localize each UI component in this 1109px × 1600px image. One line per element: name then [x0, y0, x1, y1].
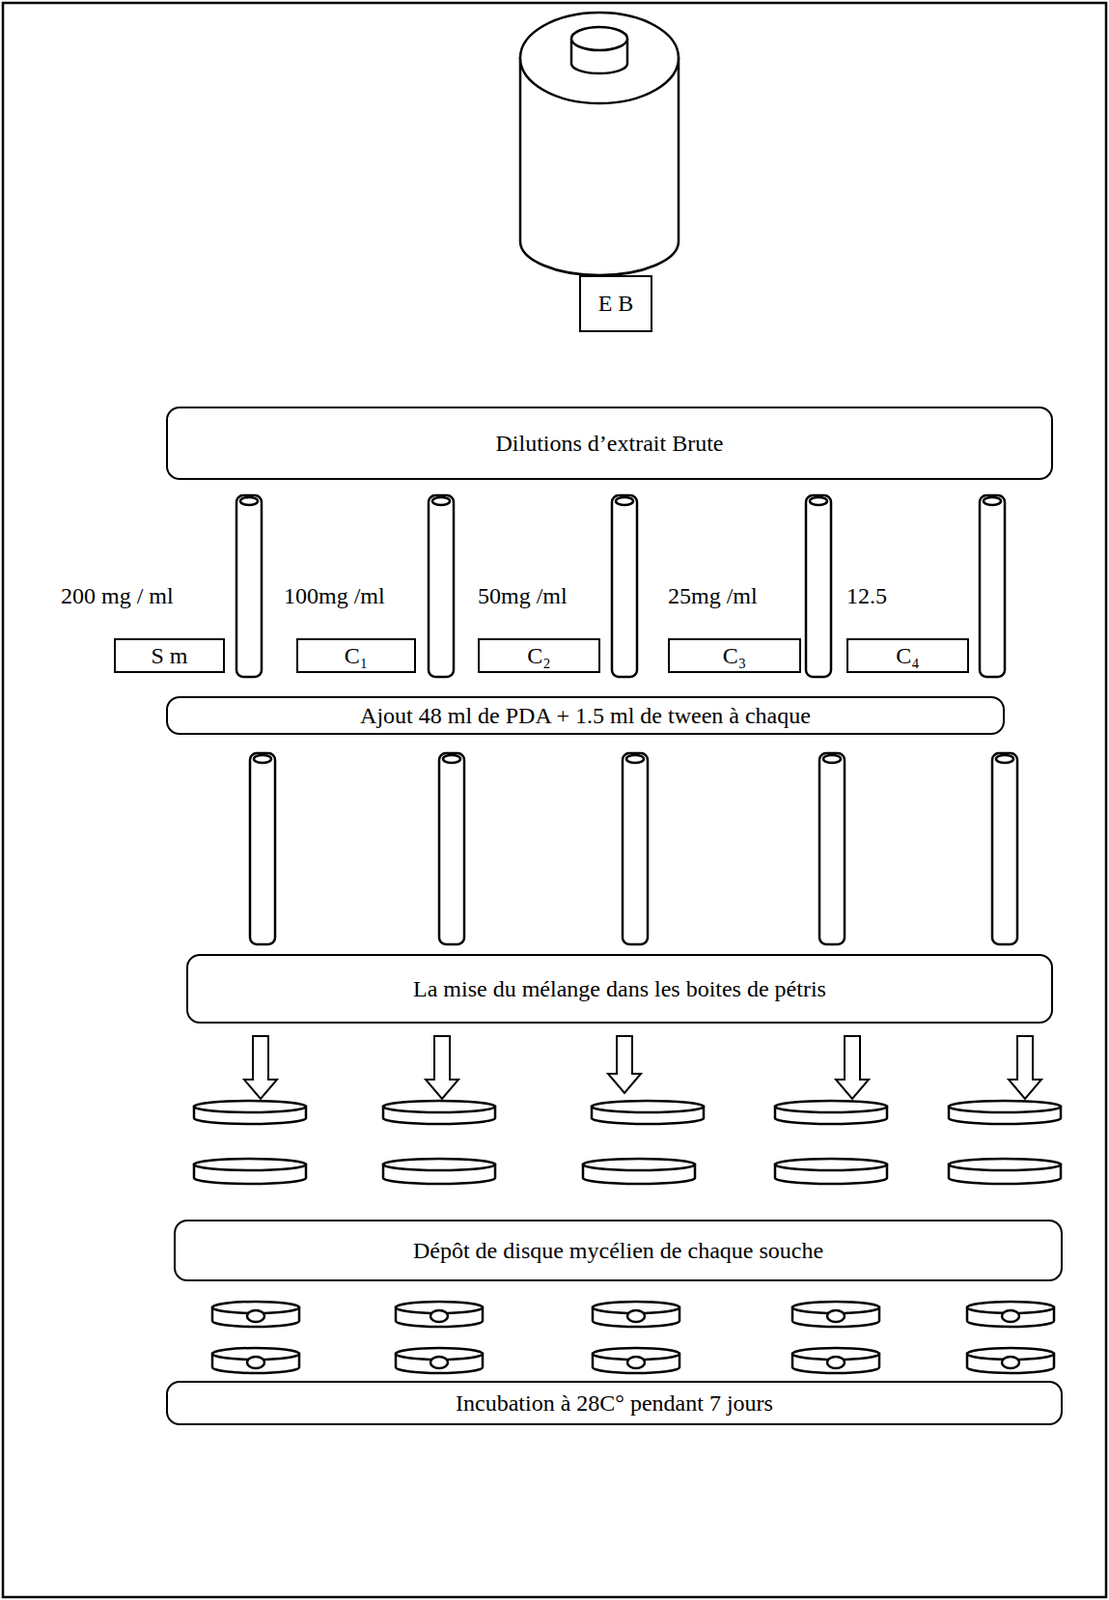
bottle [520, 12, 679, 276]
petri-dish [194, 1100, 306, 1124]
step-box: La mise du mélange dans les boites de pé… [186, 953, 1054, 1024]
petri-dish [582, 1158, 695, 1184]
block-arrow [608, 1035, 641, 1093]
concentration-label: 50mg /ml [477, 582, 568, 610]
inoculated-dish [967, 1301, 1054, 1327]
label-box: C₁ [296, 637, 416, 673]
inoculated-dish [967, 1347, 1054, 1373]
inoculated-dish [592, 1347, 680, 1373]
inoculated-dish [395, 1301, 483, 1327]
test-tube [249, 752, 276, 944]
label-box: E B [579, 275, 653, 333]
node-text: C₃ [722, 642, 747, 669]
test-tube [992, 752, 1018, 944]
label-box: C₄ [846, 637, 970, 673]
inoculated-dish [212, 1301, 300, 1327]
label-box: C₂ [477, 637, 601, 673]
test-tube [236, 495, 262, 677]
test-tube [428, 495, 454, 677]
petri-dish [591, 1100, 704, 1124]
label-box: S m [113, 637, 225, 673]
pour-arrows [244, 1035, 1042, 1099]
node-text: E B [598, 290, 635, 317]
inoculated-dish [592, 1301, 680, 1327]
node-text: C₁ [344, 642, 368, 669]
petri-dish [383, 1100, 496, 1124]
node-text: Dilutions d’extrait Brute [496, 430, 724, 457]
block-arrow [244, 1035, 278, 1099]
inoculated-dish [212, 1347, 300, 1373]
test-tube [439, 752, 465, 944]
concentration-label: 12.5 [846, 582, 888, 610]
node-text: La mise du mélange dans les boites de pé… [413, 975, 827, 1002]
petri-dish [383, 1158, 496, 1184]
node-text: Dépôt de disque mycélien de chaque souch… [413, 1237, 824, 1264]
inoculated-dish [792, 1301, 880, 1327]
step-box: Incubation à 28C° pendant 7 jours [166, 1380, 1063, 1425]
node-text: C₂ [526, 642, 551, 669]
test-tube [622, 752, 648, 944]
node-text: C₄ [895, 642, 919, 669]
step-box: Dilutions d’extrait Brute [166, 406, 1054, 480]
label-box: C₃ [667, 637, 802, 673]
block-arrow [835, 1035, 869, 1099]
block-arrow [425, 1035, 459, 1099]
test-tube [805, 495, 832, 677]
test-tube [819, 752, 845, 944]
step-box: Ajout 48 ml de PDA + 1.5 ml de tween à c… [166, 695, 1005, 735]
concentration-label: 200 mg / ml [60, 582, 174, 610]
inoculated-dish [792, 1347, 880, 1373]
block-arrow [1008, 1035, 1042, 1099]
petri-dish [948, 1158, 1061, 1184]
test-tube [979, 495, 1005, 677]
node-text: Incubation à 28C° pendant 7 jours [455, 1389, 774, 1416]
test-tube [611, 495, 638, 677]
petri-dish [194, 1158, 306, 1184]
petri-dish [948, 1100, 1061, 1124]
petri-dish [775, 1100, 888, 1124]
concentration-label: 25mg /ml [667, 582, 758, 610]
node-text: Ajout 48 ml de PDA + 1.5 ml de tween à c… [360, 702, 811, 729]
inoculated-dish [395, 1347, 483, 1373]
petri-dish [775, 1158, 888, 1184]
node-text: S m [150, 642, 188, 669]
concentration-label: 100mg /ml [283, 582, 386, 610]
step-box: Dépôt de disque mycélien de chaque souch… [173, 1219, 1063, 1281]
